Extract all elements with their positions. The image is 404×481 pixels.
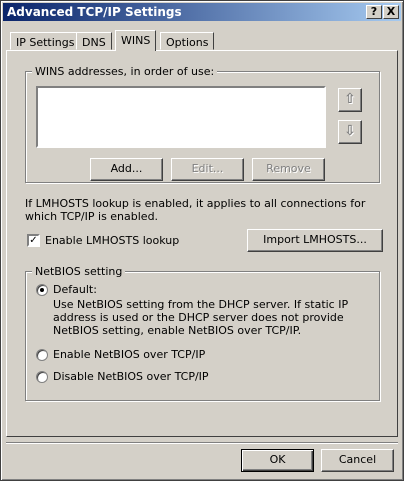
import-lmhosts-label: Import LMHOSTS... — [263, 233, 367, 246]
move-down-button[interactable]: ⇩ — [338, 120, 362, 144]
wins-addresses-group: WINS addresses, in order of use: ⇧ ⇩ Add… — [25, 65, 380, 183]
netbios-group-label: NetBIOS setting — [32, 265, 126, 278]
netbios-default-description: Use NetBIOS setting from the DHCP server… — [53, 298, 349, 337]
wins-address-list[interactable] — [36, 86, 326, 148]
close-button[interactable]: X — [383, 5, 399, 19]
remove-button-label: Remove — [266, 162, 311, 175]
help-button[interactable]: ? — [366, 5, 382, 19]
netbios-disable-radio[interactable] — [36, 371, 48, 383]
cancel-button-label: Cancel — [338, 453, 377, 466]
tab-label: IP Settings — [16, 36, 75, 49]
netbios-disable-label[interactable]: Disable NetBIOS over TCP/IP — [53, 370, 209, 383]
remove-button[interactable]: Remove — [252, 158, 325, 181]
footer-separator — [6, 442, 398, 444]
wins-tab-panel: WINS addresses, in order of use: ⇧ ⇩ Add… — [6, 50, 398, 437]
move-up-button[interactable]: ⇧ — [338, 88, 362, 112]
arrow-up-icon: ⇧ — [344, 91, 356, 107]
ok-button-label: OK — [269, 453, 286, 466]
edit-button[interactable]: Edit... — [171, 158, 244, 181]
add-button[interactable]: Add... — [90, 158, 163, 181]
ok-button[interactable]: OK — [241, 449, 314, 472]
tab-label: WINS — [121, 34, 151, 47]
enable-lmhosts-checkbox[interactable]: ✓ — [27, 234, 40, 247]
edit-button-label: Edit... — [191, 162, 224, 175]
arrow-down-icon: ⇩ — [344, 123, 356, 139]
tab-dns[interactable]: DNS — [76, 32, 112, 50]
checkmark-icon: ✓ — [29, 235, 38, 246]
tab-ip-settings[interactable]: IP Settings — [10, 32, 81, 50]
radio-selected-dot — [40, 288, 44, 292]
netbios-enable-label[interactable]: Enable NetBIOS over TCP/IP — [53, 348, 206, 361]
netbios-default-radio[interactable] — [36, 284, 48, 296]
lmhosts-info-text: If LMHOSTS lookup is enabled, it applies… — [25, 197, 366, 223]
import-lmhosts-button[interactable]: Import LMHOSTS... — [247, 229, 383, 252]
netbios-setting-group: NetBIOS setting Default: Use NetBIOS set… — [25, 265, 380, 401]
tab-wins[interactable]: WINS — [115, 30, 157, 51]
wins-group-label: WINS addresses, in order of use: — [32, 65, 218, 78]
cancel-button[interactable]: Cancel — [321, 449, 394, 472]
window-title: Advanced TCP/IP Settings — [7, 5, 182, 19]
netbios-default-label[interactable]: Default: — [53, 283, 97, 296]
title-bar[interactable]: Advanced TCP/IP Settings ? X — [3, 3, 401, 21]
enable-lmhosts-label[interactable]: Enable LMHOSTS lookup — [45, 234, 180, 247]
tab-label: Options — [166, 36, 209, 49]
netbios-enable-radio[interactable] — [36, 349, 48, 361]
add-button-label: Add... — [110, 162, 143, 175]
tab-label: DNS — [82, 36, 106, 49]
tab-options[interactable]: Options — [160, 32, 215, 50]
